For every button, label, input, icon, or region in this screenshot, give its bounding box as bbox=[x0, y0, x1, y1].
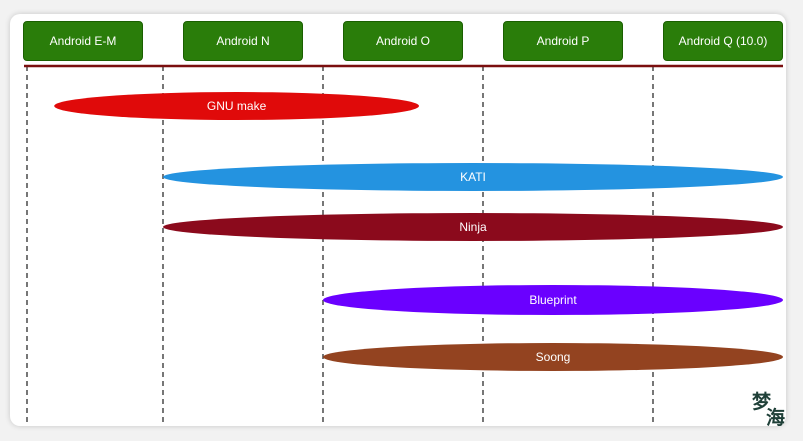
tool-label: GNU make bbox=[206, 99, 267, 113]
watermark-logo-icon: 梦 海 bbox=[752, 390, 785, 429]
tool-label: Soong bbox=[535, 350, 571, 364]
tool-label: Blueprint bbox=[529, 293, 577, 307]
version-box: Android O bbox=[343, 21, 463, 61]
svg-text:梦: 梦 bbox=[752, 390, 772, 413]
version-box: Android Q (10.0) bbox=[663, 21, 783, 61]
tool-label: KATI bbox=[460, 170, 486, 184]
tool-span-ellipse bbox=[163, 213, 783, 241]
tool-span-ellipse bbox=[54, 92, 419, 120]
tool-span-ellipse bbox=[163, 163, 783, 191]
tool-span-ellipse bbox=[323, 285, 783, 315]
tool-span-ellipse bbox=[323, 343, 783, 371]
version-box: Android E-M bbox=[23, 21, 143, 61]
version-box: Android P bbox=[503, 21, 623, 61]
tool-label: Ninja bbox=[459, 220, 487, 234]
svg-text:海: 海 bbox=[766, 406, 785, 429]
version-box: Android N bbox=[183, 21, 303, 61]
